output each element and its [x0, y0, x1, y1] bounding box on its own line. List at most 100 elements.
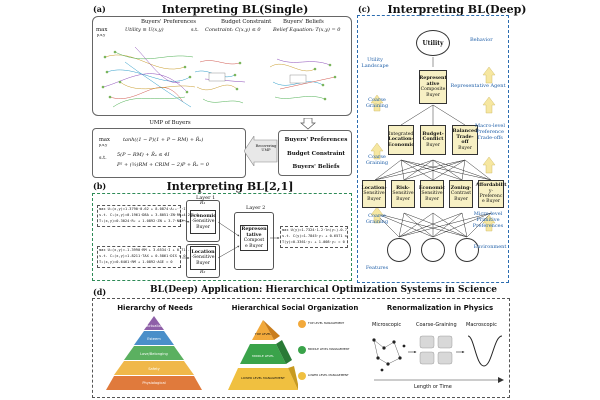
layer2-label: Layer 2 — [246, 205, 266, 211]
feature-node-1 — [387, 238, 411, 262]
output-beliefs: Buyers' Beliefs — [292, 164, 340, 170]
ump-st: s.t. — [99, 155, 107, 161]
panel-b-title: Interpreting BL[2,1] — [166, 180, 294, 193]
box2-line2: -Sensitive — [191, 255, 215, 261]
col-budget-title: Budget Constraint — [221, 19, 272, 25]
box-budget-conflict: Budget- Conflict Buyer — [420, 125, 446, 155]
panel-c-title: Interpreting BL(Deep) — [387, 3, 527, 16]
eq-bot-3: T₂(x,y)=0.6461·RM + 1.0892·AGE = 0 — [99, 260, 173, 264]
feature-node-3 — [455, 238, 479, 262]
max-sub: p,x,y — [97, 33, 106, 37]
top-box-line3: Composite — [420, 87, 446, 93]
panel-b-label: (b) — [93, 181, 107, 191]
eq-top-3: T₁(x,y)=0.3024·R₂ + 1.0892·ZN + 3.7·NOX — [99, 219, 184, 223]
col-preferences-title: Buyers' Preferences — [141, 19, 197, 25]
pyr-mid-label: MIDDLE LEVEL — [252, 354, 274, 358]
panel-a-top-box: Buyers' Preferences Budget Constraint Bu… — [92, 16, 352, 116]
eq-box-top: max U₁(x,y)=1.3790·0.62 + 8.0874·A₁₀⁻¹·I… — [97, 205, 199, 227]
feature-node-2 — [421, 238, 445, 262]
need-physiological: Physiological — [142, 381, 166, 385]
low5-line3: e Buyer — [481, 199, 501, 205]
panel-d-box — [92, 298, 510, 398]
ump-box: UMP of Buyers max p,x,y tanh((1 − P)(1 +… — [92, 120, 246, 178]
panel-a-title: Interpreting BL(Single) — [161, 3, 309, 16]
box3-line3: Compost — [243, 238, 265, 244]
box1-line2: -Sensitive — [191, 219, 215, 225]
need-esteem: Esteem — [147, 337, 161, 341]
layer1-label: Layer 1 — [196, 195, 216, 201]
renormalization-diagram — [372, 335, 504, 383]
panel-d-title: BL(Deep) Application: Hierarchical Optim… — [150, 285, 497, 295]
low4-line3: Buyer — [454, 196, 468, 202]
mgmt-middle: MIDDLE LEVEL MANAGEMENT — [308, 347, 350, 351]
rep-agent-label: Representative Agent — [450, 83, 506, 89]
low3-line3: Buyer — [425, 196, 439, 202]
panel-c-box — [357, 15, 509, 283]
st-label: s.t. — [191, 27, 199, 33]
features-label: Features — [365, 265, 389, 271]
low2-line2: Sensitive — [392, 191, 414, 197]
panel-b-arrows — [181, 219, 280, 259]
eq-right-1: max U(y)=1.7324·1.2·ln(y₁)-0.7... — [282, 228, 348, 232]
box-economic-sensitive-deep: Economic Sensitive Buyer — [418, 180, 446, 208]
low1-line1: Location- — [361, 184, 387, 191]
avatar-middle — [298, 346, 306, 354]
low4-line1: Zoning- — [450, 184, 472, 191]
macro-pref-label: Macro-level Preference Trade-offs — [475, 123, 505, 141]
eq-right-2: s.t. C(y)=1.7845·y₁ + 0.6571 ≤ 0 — [282, 234, 348, 238]
low5-line2: y-Preferenc — [479, 188, 503, 200]
ump-constraint-2: P² + (⁵⁄₂)RM + CRIM − 2)P + R̄ₑ = 0 — [117, 162, 209, 168]
r2-label: R₂ — [200, 270, 206, 275]
box-representative-composite-deep: Represent ative Composite Buyer — [419, 70, 447, 104]
microscopic-label: Microscopic — [372, 322, 402, 328]
low2-line3: Buyer — [396, 196, 410, 202]
box-affordability-preference: Affordabilit y-Preferenc e Buyer — [476, 180, 506, 208]
box1-line1: Economic — [189, 212, 217, 219]
top-box-line4: Buyer — [426, 92, 440, 98]
constraint-equation: Constraint: C(x,y) ≤ 0 — [205, 27, 261, 33]
low3-line1: Economic — [418, 184, 446, 191]
avatar-top — [298, 320, 306, 328]
box-integrated-location-economic: Integrated Location- Economic — [388, 125, 414, 155]
mid3-line2: Trade-off — [456, 133, 474, 146]
mid1-line2: Location- — [388, 136, 414, 143]
belief-equation: Belief Equation: T(x,y) = 0 — [273, 27, 341, 33]
social-pyramid — [228, 320, 298, 390]
coarse-graining-3: Coarse Graining — [365, 213, 389, 225]
eq-top-2: s.t. C₁(x,y)=0.1961·D8A + 3.8051·ZN·RM+4… — [99, 213, 199, 217]
eq-box-right: max U(y)=1.7324·1.2·ln(y₁)-0.7... s.t. C… — [280, 226, 348, 248]
box-balanced-tradeoff: Balanced Trade-off Buyer — [452, 125, 478, 155]
utility-equation: Utility ≡ U(x,y) — [125, 27, 164, 33]
pyr-top-label: TOP LEVEL — [254, 332, 272, 336]
mid1-line3: Economic — [387, 141, 415, 148]
avatar-lower — [298, 372, 306, 380]
micro-pref-label: Micro-level Primitive Preferences — [472, 211, 504, 229]
low1-line2: Sensitive — [363, 191, 385, 197]
box-economic-sensitive: Economic -Sensitive Buyer — [190, 210, 216, 234]
ump-title: UMP of Buyers — [149, 120, 191, 126]
eq-right-3: T(y)=0.3361·y₁ + 1.008·y₂ = 0 — [282, 240, 345, 244]
col-beliefs-title: Buyers' Beliefs — [283, 19, 324, 25]
box2-line3: Buyer — [196, 260, 210, 266]
need-safety: Safety — [148, 367, 160, 371]
eq-top-1: max U₁(x,y)=1.3790·0.62 + 8.0874·A₁₀⁻¹·I — [99, 207, 186, 211]
box3-line2: tative — [246, 231, 262, 238]
eq-bot-1: max U₂(x,y)=-1.3990·RM + 3.6534·I + 0.71… — [99, 248, 193, 252]
panel-c-connections — [370, 57, 496, 238]
down-arrow-icon — [300, 118, 316, 130]
recovering-label: Recovering UMP — [255, 144, 277, 153]
pyr-low-label: LOWER LEVEL MANAGEMENT — [241, 376, 285, 380]
eq-box-bottom: max U₂(x,y)=-1.3990·RM + 3.6534·I + 0.71… — [97, 246, 193, 268]
recovering-arrow-icon — [244, 136, 278, 166]
mid1-line1: Integrated — [388, 131, 414, 137]
social-org-title: Hierarchical Social Organization — [231, 304, 359, 312]
coarse-graining-label: Coarse-Graining — [416, 322, 457, 328]
low3-line2: Sensitive — [421, 191, 443, 197]
eq-bot-2: s.t. C₂(x,y)=1.8211·TAX + 0.5861·DIS ≤ 0 — [99, 254, 186, 258]
length-time-label: Length or Time — [414, 384, 452, 390]
need-self-actualization: Self-actualization — [138, 324, 170, 328]
coarse-graining-1: Coarse Graining — [365, 97, 389, 109]
mid2-line2: Conflict — [422, 136, 444, 143]
box-location-sensitive-deep: Location- Sensitive Buyer — [361, 180, 387, 208]
low1-line3: Buyer — [367, 196, 381, 202]
